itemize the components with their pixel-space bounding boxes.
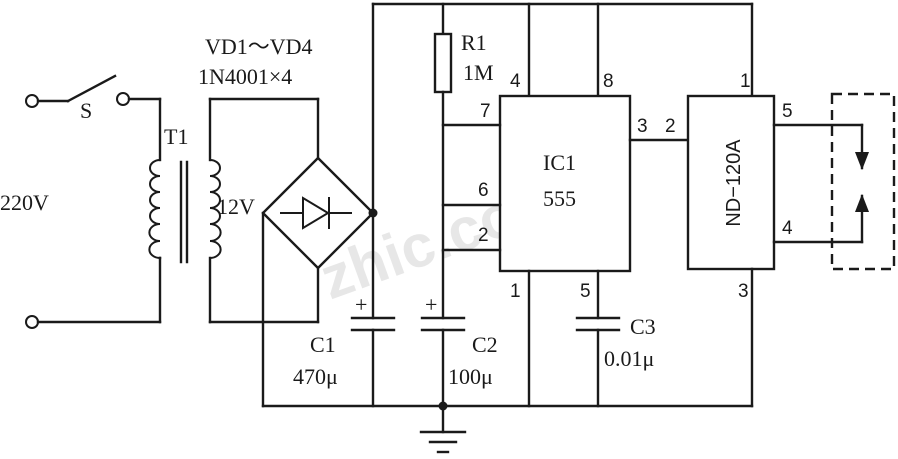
- ic1-label: IC1: [543, 150, 576, 175]
- nd-pin-2: 2: [665, 116, 676, 137]
- r1-value: 1M: [463, 60, 494, 85]
- transformer: [148, 97, 222, 324]
- capacitor-c2: [420, 316, 466, 408]
- c1-value: 470μ: [293, 364, 338, 389]
- nd-pin-4: 4: [782, 218, 793, 239]
- c3-label: C3: [630, 314, 656, 339]
- ic1-pin-2: 2: [478, 225, 489, 246]
- switch-lever: [66, 74, 117, 103]
- c3-value: 0.01μ: [604, 346, 654, 371]
- positive-rail: [368, 2, 754, 320]
- terminal-top: [25, 94, 39, 108]
- ic1-pin-1: 1: [510, 281, 521, 302]
- mains-label: 220V: [0, 190, 49, 215]
- capacitor-c3: [575, 316, 621, 408]
- c2-label: C2: [472, 332, 498, 357]
- bridge-part: 1N4001×4: [198, 64, 292, 89]
- ic1-pin-3: 3: [637, 116, 648, 137]
- transformer-secondary-label: 12V: [217, 194, 255, 219]
- bridge-rectifier: [208, 97, 375, 408]
- nd-pin-5: 5: [782, 101, 793, 122]
- nd-pin-1: 1: [740, 71, 751, 92]
- transformer-label: T1: [164, 124, 188, 149]
- ic1-part: 555: [543, 186, 576, 211]
- ground-icon: [419, 430, 467, 454]
- ic1-pin-8: 8: [603, 71, 614, 92]
- ic1-pin-4: 4: [510, 71, 521, 92]
- ic1-pin-5: 5: [580, 281, 591, 302]
- nd-pin-3: 3: [738, 281, 749, 302]
- output-load: [830, 92, 896, 271]
- c1-polarity: +: [355, 292, 367, 317]
- resistor-r1: [433, 32, 453, 320]
- nd-120a-module: [686, 94, 864, 408]
- capacitor-c1: [350, 316, 396, 408]
- c1-label: C1: [310, 332, 336, 357]
- mains-input: [25, 74, 162, 329]
- ic1-555: [441, 94, 690, 408]
- c2-polarity: +: [425, 292, 437, 317]
- r1-label: R1: [461, 30, 487, 55]
- ic1-pin-7: 7: [480, 101, 491, 122]
- bridge-label: VD1～VD4: [205, 34, 313, 59]
- terminal-bottom: [25, 315, 39, 329]
- nd-label: ND−120A: [723, 139, 745, 227]
- switch-contact: [116, 92, 130, 106]
- ground-rail: [261, 401, 754, 434]
- ic1-pin-6: 6: [478, 180, 489, 201]
- c2-value: 100μ: [448, 364, 493, 389]
- switch-label: S: [80, 98, 92, 123]
